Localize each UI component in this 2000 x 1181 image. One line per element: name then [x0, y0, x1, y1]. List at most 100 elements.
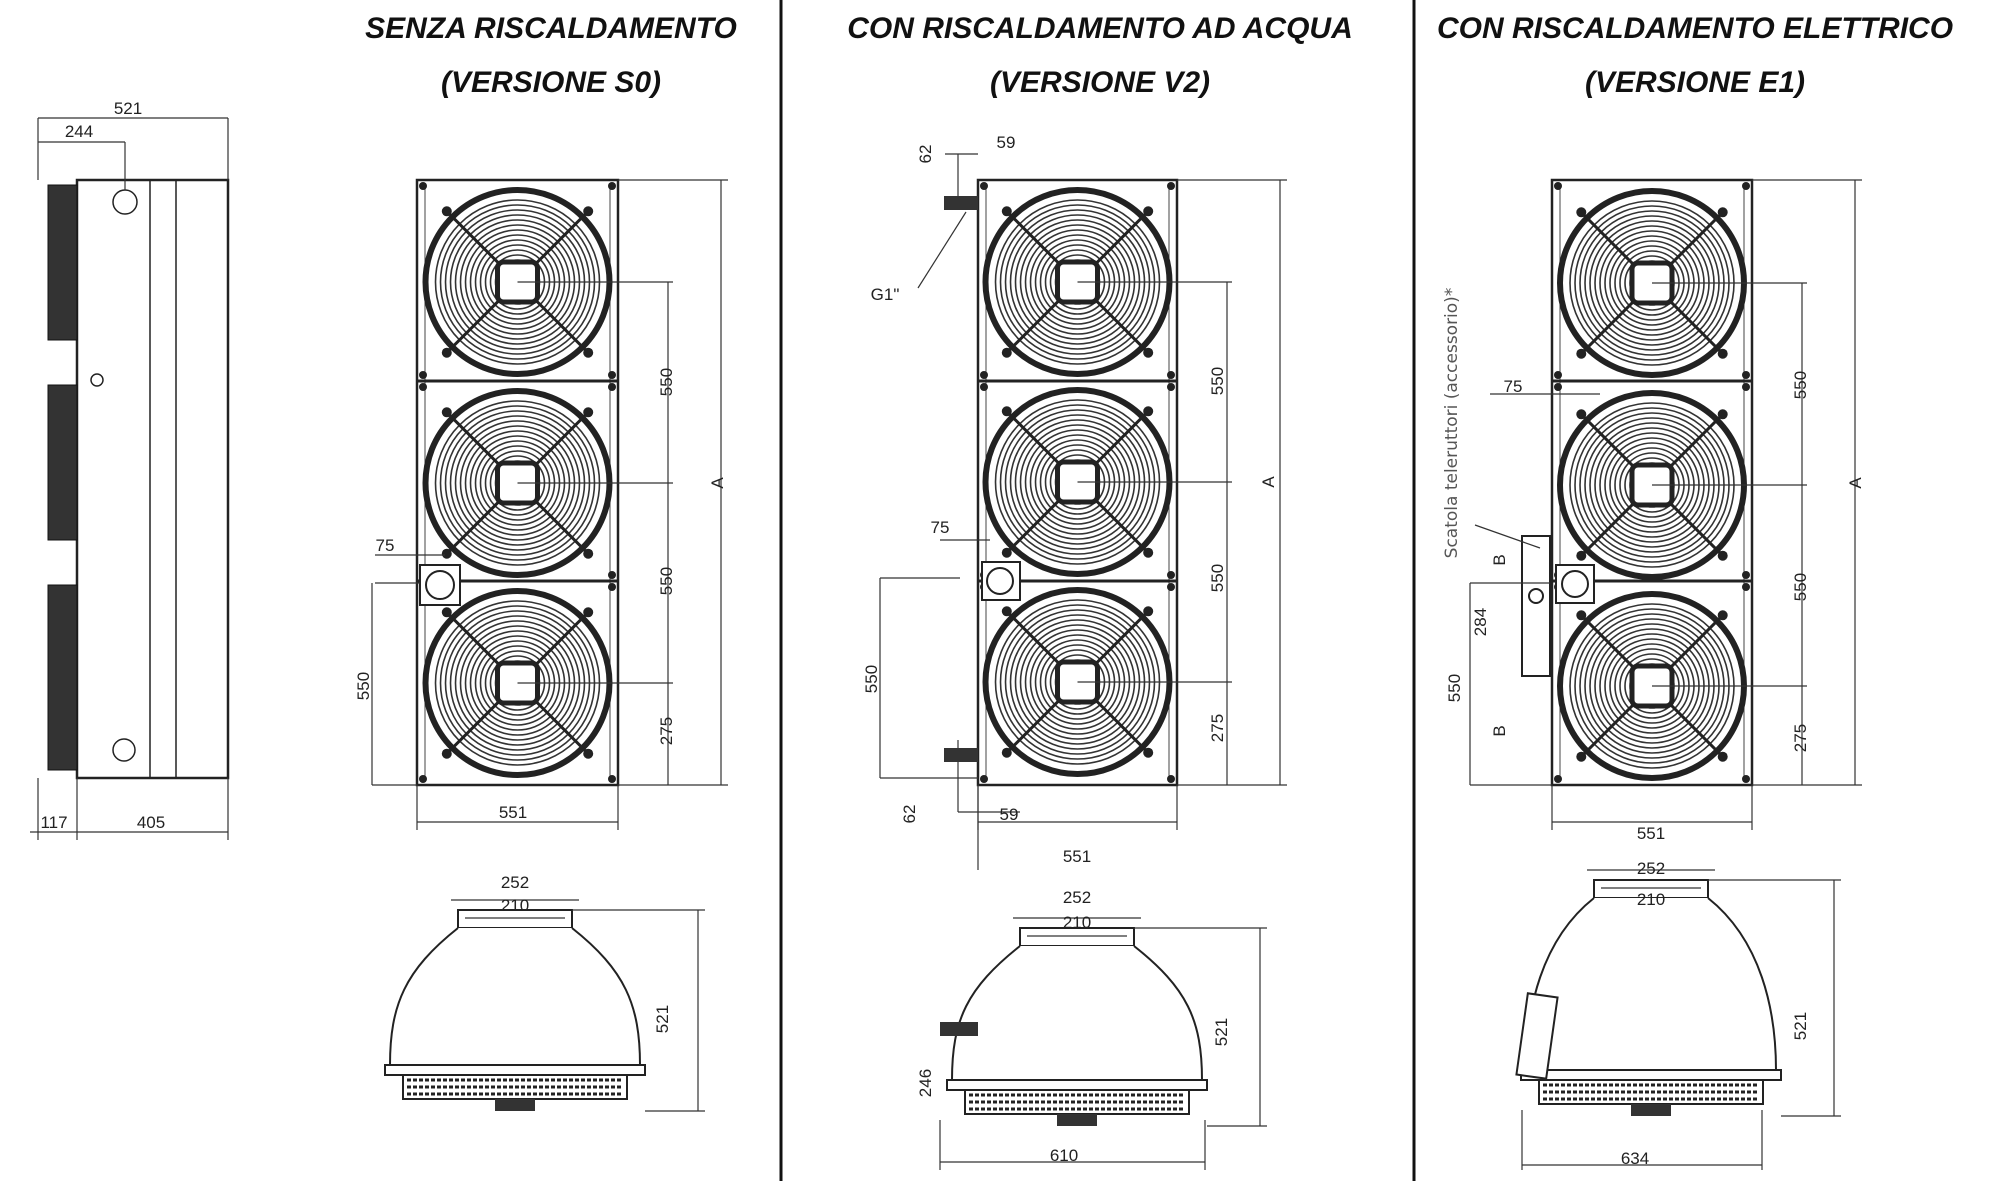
fan-mount [441, 407, 452, 418]
dim-s0-width: 551 [499, 803, 527, 822]
dim-v2-top-conn-v: 62 [916, 145, 935, 164]
frame-bolt [980, 182, 988, 190]
frame-bolt [608, 383, 616, 391]
fan-mount [1717, 207, 1728, 218]
dim-v2-conn-height: 246 [916, 1069, 935, 1097]
frame-bolt [1167, 583, 1175, 591]
frame-bolt [419, 371, 427, 379]
section-title-e1: CON RISCALDAMENTO ELETTRICO [1437, 12, 1953, 45]
fan-mount [1576, 610, 1587, 621]
fan-mount [1143, 747, 1154, 758]
dim-s0-pitch2: 550 [657, 567, 676, 595]
section-subtitle-v2: (VERSIONE V2) [990, 66, 1210, 99]
fan-mount [441, 206, 452, 217]
fan-mount [441, 607, 452, 618]
dim-v2-overall-width: 610 [1050, 1146, 1078, 1165]
frame-bolt [608, 583, 616, 591]
motor-hub [1057, 1114, 1097, 1126]
frame-bolt [1167, 182, 1175, 190]
bottom-view-s0 [384, 909, 646, 1111]
dim-e1-pitch2: 550 [1791, 573, 1810, 601]
fan-mount [1576, 550, 1587, 561]
dim-e1-depth: 521 [1791, 1012, 1810, 1040]
side-view [47, 178, 230, 780]
base-plate [1520, 1069, 1782, 1081]
fan-mount [1143, 547, 1154, 558]
motor-hub [1631, 1104, 1671, 1116]
frame-bolt [1554, 383, 1562, 391]
fan-mount [441, 748, 452, 759]
fan-mount [1143, 206, 1154, 217]
fan-mount [583, 748, 594, 759]
dim-v2-pitch2: 550 [1208, 564, 1227, 592]
dim-s0-top-inner: 210 [501, 896, 529, 915]
frame-bolt [1742, 583, 1750, 591]
label-v2-connection: G1" [871, 285, 900, 304]
fan-mount [583, 548, 594, 559]
section-subtitle-s0: (VERSIONE S0) [441, 66, 661, 99]
bottom-view-contactor-box [1515, 992, 1559, 1080]
frame-bolt [608, 371, 616, 379]
fan-mount [1717, 348, 1728, 359]
contactor-box [1521, 535, 1551, 677]
fan-mount [441, 548, 452, 559]
frame-bolt [1742, 383, 1750, 391]
dim-e1-box-height: 550 [1445, 674, 1464, 702]
frame-bolt [1554, 775, 1562, 783]
dim-e1-overall-width: 634 [1621, 1149, 1649, 1168]
dim-v2-height: A [1259, 476, 1278, 488]
side-hole [90, 373, 104, 387]
motor-hub [495, 1099, 535, 1111]
frame-bolt [1742, 371, 1750, 379]
dim-v2-box-offset: 75 [931, 518, 950, 537]
dim-side-body: 405 [137, 813, 165, 832]
dim-s0-top-outer: 252 [501, 873, 529, 892]
dim-v2-bottom-conn-h: 59 [1000, 805, 1019, 824]
section-title-v2: CON RISCALDAMENTO AD ACQUA [847, 12, 1353, 45]
dim-side-front: 117 [40, 813, 67, 832]
dimension-line [917, 211, 967, 289]
dim-s0-box-height: 550 [354, 672, 373, 700]
frame-bolt [1742, 775, 1750, 783]
drawing-geometry [30, 117, 1862, 1170]
water-outlet-connection [944, 748, 978, 762]
dim-v2-bottom-conn-v: 62 [900, 805, 919, 824]
dim-s0-box-offset: 75 [376, 536, 395, 555]
frame-bolt [1742, 571, 1750, 579]
side-fan-motor [47, 384, 78, 541]
fan-mount [1001, 347, 1012, 358]
side-hole [112, 189, 138, 215]
fan-mount [1576, 751, 1587, 762]
dim-s0-depth: 521 [653, 1005, 672, 1033]
frame-bolt [980, 775, 988, 783]
housing-dome [950, 945, 1204, 1081]
section-title-s0: SENZA RISCALDAMENTO [365, 12, 737, 45]
dim-v2-bottom: 275 [1208, 714, 1227, 742]
dim-e1-b-upper: B [1490, 554, 1509, 565]
frame-bolt [608, 182, 616, 190]
fan-mount [1001, 206, 1012, 217]
fan-mount [1001, 547, 1012, 558]
frame-bolt [980, 383, 988, 391]
fan-mount [583, 607, 594, 618]
dim-e1-top-inner: 210 [1637, 890, 1665, 909]
fan-mount [1001, 606, 1012, 617]
frame-bolt [1167, 383, 1175, 391]
label-e1-contactor-box: Scatola teleruttori (accessorio)* [1442, 288, 1462, 559]
fan-mount [583, 206, 594, 217]
frame-bolt [1742, 182, 1750, 190]
frame-bolt [419, 775, 427, 783]
fan-mount [1717, 751, 1728, 762]
fan-mount [1717, 550, 1728, 561]
fan-mount [1717, 409, 1728, 420]
dim-v2-top-conn-h: 59 [997, 133, 1016, 152]
fan-mount [1001, 747, 1012, 758]
fan-mount [1143, 606, 1154, 617]
base-plate [946, 1079, 1208, 1091]
cable-gland-s0 [425, 570, 455, 600]
dim-v2-pitch1: 550 [1208, 367, 1227, 395]
dim-e1-box-dim: 284 [1471, 608, 1490, 636]
contactor-gland [1528, 588, 1544, 604]
side-fan-motor [47, 584, 78, 771]
